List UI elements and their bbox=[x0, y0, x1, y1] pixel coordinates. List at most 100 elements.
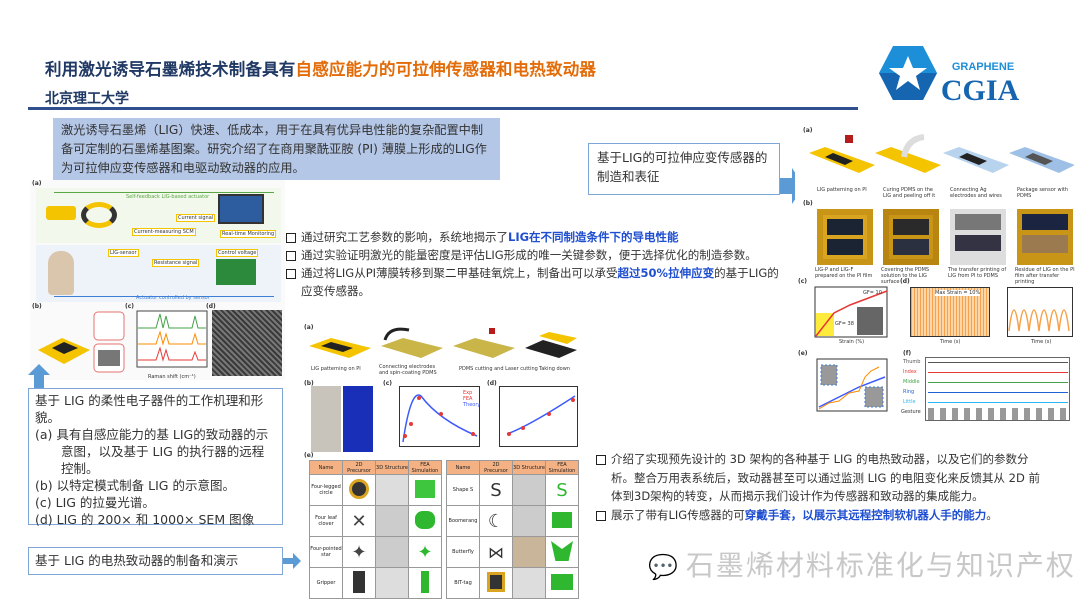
photo bbox=[950, 209, 1006, 265]
figure-actuator: (a) LIG patterning on PI Connecting elec… bbox=[303, 322, 580, 602]
slide-title: 利用激光诱导石墨烯技术制备具有自感应能力的可拉伸传感器和电热致动器 bbox=[45, 56, 596, 80]
step-label: LIG patterning on PI bbox=[817, 187, 867, 193]
actuator-caption-box: 基于 LIG 的电热致动器的制备和演示 bbox=[28, 547, 283, 575]
photo-caption: Residue of LIG on the PI film after tran… bbox=[1015, 267, 1075, 285]
panel-a-top: Self-feedback LIG-based actuator Current… bbox=[36, 188, 281, 243]
panel-label: (b) bbox=[304, 380, 314, 387]
panel-label: (d) bbox=[487, 380, 497, 387]
panel-f-glove-signals bbox=[925, 357, 1070, 421]
tag: LIG-sensor bbox=[108, 249, 139, 257]
panel-c-chart bbox=[814, 286, 888, 338]
legend-entry: Theory bbox=[463, 402, 481, 408]
axis-label: Strain (%) bbox=[839, 339, 865, 345]
panel-a-process bbox=[809, 134, 1074, 173]
finger-label: Gesture bbox=[901, 409, 921, 415]
panel-label: (a) bbox=[803, 127, 813, 134]
photo-caption: LIG-P and LIG-F prepared on the PI film bbox=[815, 267, 873, 279]
raman-xlabel: Raman shift (cm⁻¹) bbox=[148, 374, 196, 380]
tag: Current-measuring SCM bbox=[132, 228, 196, 236]
panel-label: (b) bbox=[803, 200, 813, 207]
panel-a-process bbox=[309, 327, 577, 358]
chart-annotation: GF= 10 bbox=[863, 290, 882, 296]
bullet-item: 通过将LIG从PI薄膜转移到聚二甲基硅氧烷上，制备出可以承受超过50%拉伸应变的… bbox=[285, 264, 780, 300]
box-item: (a) 具有自感应能力的基 LIG的致动器的示意图，以及基于 LIG 的执行器的… bbox=[35, 427, 269, 476]
cgia-logo: GRAPHENE CGIA bbox=[875, 38, 1035, 108]
fea-image bbox=[343, 386, 373, 452]
panel-e-chart bbox=[816, 358, 888, 412]
finger-label: Little bbox=[903, 399, 916, 405]
panel-label: (e) bbox=[798, 350, 808, 357]
chart-annotation: Max Strain = 10% bbox=[935, 290, 981, 296]
photo-caption: Covering the PDMS solution to the LIG su… bbox=[881, 267, 930, 285]
wechat-icon: 💬 bbox=[648, 553, 680, 581]
title-divider bbox=[28, 107, 858, 110]
banner-top-label: Self-feedback LIG-based actuator bbox=[126, 194, 210, 200]
panel-c-raman-spectrum bbox=[136, 310, 208, 368]
panel-c-chart bbox=[399, 386, 480, 447]
box-item: (c) LIG 的拉曼光谱。 bbox=[35, 495, 155, 510]
title-highlight: 自感应能力的可拉伸传感器和电热致动器 bbox=[295, 60, 597, 79]
panel-label: (c) bbox=[798, 278, 808, 285]
box-item: (b) 以特定模式制备 LIG 的示意图。 bbox=[35, 478, 235, 493]
bullet-item: 展示了带有LIG传感器的可穿戴手套，以展示其远程控制软机器人手的能力。 bbox=[595, 506, 1045, 525]
panel-d-zoom-chart bbox=[1007, 287, 1073, 337]
bullets-middle: 通过研究工艺参数的影响，系统地揭示了LIG在不同制造条件下的导电性能 通过实验证… bbox=[285, 228, 780, 300]
tag: Current signal bbox=[176, 214, 216, 222]
photo-caption: The transfer printing of LIG from PI to … bbox=[948, 267, 1007, 279]
panel-d-chart bbox=[499, 386, 578, 447]
tag: Real-time Monitoring bbox=[220, 230, 277, 238]
step-label: Connecting Ag electrodes and wires bbox=[950, 187, 1002, 199]
title-main: 利用激光诱导石墨烯技术制备具有 bbox=[45, 60, 296, 79]
finger-label: Index bbox=[903, 369, 917, 375]
box-item: (d) LIG 的 200× 和 1000× SEM 图像 bbox=[35, 512, 255, 527]
panel-label: (c) bbox=[383, 380, 393, 387]
tag: Resistance signal bbox=[152, 259, 200, 267]
panel-label: (a) bbox=[304, 324, 314, 331]
panel-a-bottom: LIG-sensor Resistance signal Control vol… bbox=[36, 245, 281, 302]
figure-mechanism: (a) Self-feedback LIG-based actuator Cur… bbox=[30, 180, 285, 380]
institution-subtitle: 北京理工大学 bbox=[45, 91, 129, 107]
chart-annotation: GF= 38 bbox=[835, 321, 854, 327]
figure-strain-sensor: (a) LIG patterning on PI Curing PDMS on … bbox=[795, 125, 1075, 425]
panel-label: (d) bbox=[900, 278, 910, 285]
photo bbox=[1017, 209, 1073, 265]
callout-sensor-fabrication: 基于LIG的可拉伸应变传感器的制造和表征 bbox=[588, 143, 780, 195]
watermark-text: 石墨烯材料标准化与知识产权 bbox=[685, 549, 1076, 582]
step-label: Taking down bbox=[539, 366, 570, 372]
finger-label: Ring bbox=[903, 389, 915, 395]
step-label: LIG patterning on PI bbox=[311, 366, 361, 372]
panel-label: (d) bbox=[206, 303, 216, 310]
panel-label: (b) bbox=[32, 303, 42, 310]
panel-label: (f) bbox=[903, 350, 912, 357]
watermark: 💬石墨烯材料标准化与知识产权 bbox=[648, 544, 1076, 584]
panel-label: (e) bbox=[304, 452, 314, 459]
summary-box: 激光诱导石墨烯（LIG）快速、低成本，用于在具有优异电性能的复杂配置中制备可定制… bbox=[53, 118, 500, 180]
bullet-item: 通过实验证明激光的能量密度是评估LIG形成的唯一关键参数，便于选择优化的制造参数… bbox=[285, 246, 780, 264]
logo-cgia-text: CGIA bbox=[941, 74, 1020, 107]
legend-entry: FEA bbox=[463, 396, 473, 402]
mechanism-description-box: 基于 LIG 的柔性电子器件的工作机理和形貌。 (a) 具有自感应能力的基 LI… bbox=[28, 388, 283, 527]
axis-label: Time (s) bbox=[940, 339, 961, 345]
panel-d-sem-image bbox=[212, 310, 282, 376]
bullet-item: 介绍了实现预先设计的 3D 架构的各种基于 LIG 的电热致动器，以及它们的参数… bbox=[595, 450, 1045, 506]
step-label: Curing PDMS on the LIG and peeling off i… bbox=[883, 187, 936, 199]
finger-label: Thumb bbox=[903, 359, 921, 365]
photo bbox=[883, 209, 939, 265]
panel-b-schematic bbox=[38, 311, 125, 373]
bullets-bottom-right: 介绍了实现预先设计的 3D 架构的各种基于 LIG 的电热致动器，以及它们的参数… bbox=[595, 450, 1045, 524]
bullet-item: 通过研究工艺参数的影响，系统地揭示了LIG在不同制造条件下的导电性能 bbox=[285, 228, 780, 246]
legend-entry: Exp bbox=[463, 390, 473, 396]
photo bbox=[817, 209, 873, 265]
arrow-right-icon bbox=[283, 553, 301, 569]
finger-label: Middle bbox=[903, 379, 920, 385]
tag: Control voltage bbox=[216, 249, 259, 257]
photo bbox=[311, 386, 341, 452]
panel-label: (c) bbox=[125, 303, 135, 310]
arrow-up-icon bbox=[28, 364, 50, 388]
step-label: Connecting electrodes and spin-coating P… bbox=[379, 364, 437, 376]
box-intro: 基于 LIG 的柔性电子器件的工作机理和形貌。 bbox=[35, 393, 264, 425]
axis-label: Time (s) bbox=[1031, 339, 1052, 345]
logo-graphene-text: GRAPHENE bbox=[952, 61, 1014, 73]
